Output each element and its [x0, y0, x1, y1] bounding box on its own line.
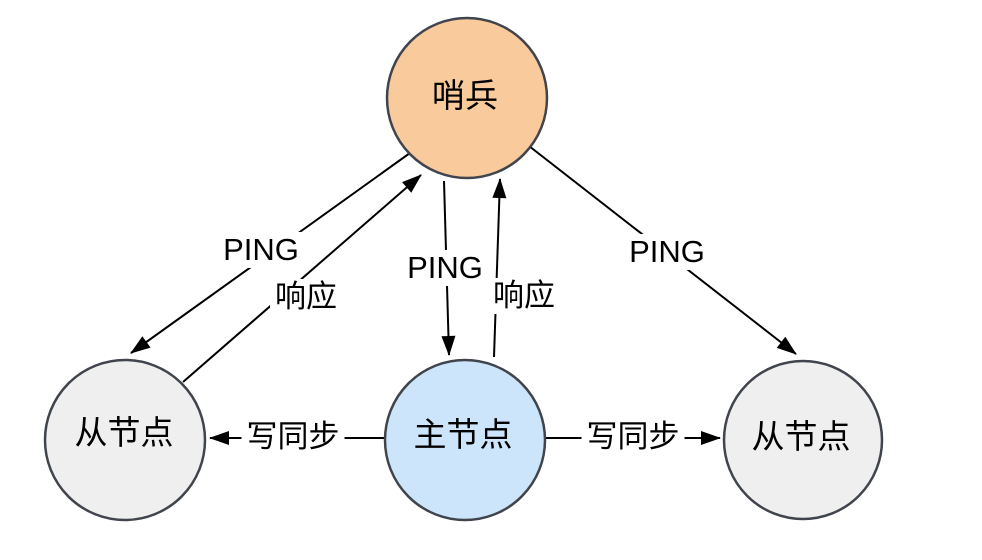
node-master-label: 主节点 — [413, 415, 513, 453]
nodes — [43, 16, 884, 522]
node-sentinel-circle — [385, 16, 549, 180]
edge-label-response-left: 响应 — [270, 278, 342, 316]
edge-label-write-sync-right: 写同步 — [581, 418, 685, 456]
edge-label-ping-right: PING — [624, 233, 710, 271]
node-slave-right-label: 从节点 — [751, 417, 851, 455]
node-slave-left-circle — [43, 358, 207, 522]
edge-label-ping-left: PING — [218, 231, 304, 269]
node-master-circle — [383, 358, 547, 522]
node-slave-right-circle — [722, 359, 884, 521]
node-slave-left-label: 从节点 — [74, 413, 174, 451]
edge-response-middle — [492, 178, 507, 358]
edge-response-left — [182, 174, 422, 383]
edge-label-ping-middle: PING — [402, 249, 488, 287]
edge-label-response-middle: 响应 — [488, 277, 560, 315]
edge-label-write-sync-left: 写同步 — [241, 418, 345, 456]
node-sentinel-label: 哨兵 — [432, 76, 498, 114]
